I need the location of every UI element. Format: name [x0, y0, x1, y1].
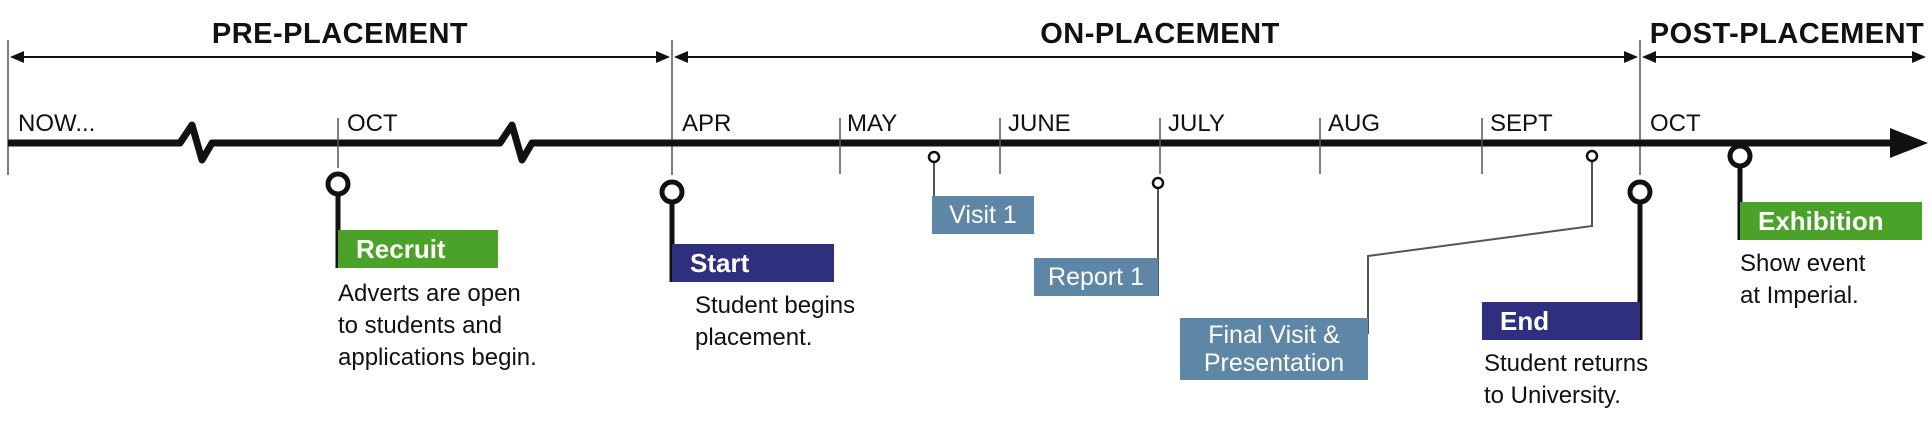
month-label-aug: AUG: [1328, 110, 1381, 137]
recruit-desc-line: Adverts are open: [338, 280, 521, 307]
end-pin: [1627, 179, 1653, 340]
end-desc-line: to University.: [1484, 382, 1621, 409]
start-description: Student begins placement.: [695, 290, 855, 354]
month-label-july: JULY: [1168, 110, 1225, 137]
final-visit-label-line2: Presentation: [1203, 349, 1345, 377]
month-label-june: JUNE: [1008, 110, 1071, 137]
start-box: Start: [672, 244, 834, 282]
month-label-now: NOW...: [18, 110, 96, 137]
start-desc-line: placement.: [695, 324, 813, 351]
end-desc-line: Student returns: [1484, 350, 1649, 377]
exhibition-desc-line: Show event: [1740, 250, 1866, 277]
month-label-apr: APR: [682, 110, 732, 137]
visit1-pin: [927, 150, 941, 196]
on-placement-span-arrow: [674, 51, 1638, 63]
month-label-oct-post: OCT: [1650, 110, 1701, 137]
final-visit-label-line1: Final Visit &: [1208, 321, 1340, 349]
on-placement-label: ON-PLACEMENT: [1040, 18, 1280, 50]
main-timeline-axis: [8, 121, 1894, 164]
month-label-oct: OCT: [347, 110, 398, 137]
recruit-box: Recruit: [338, 230, 498, 268]
exhibition-box: Exhibition: [1740, 202, 1922, 240]
month-ticks: [337, 118, 1483, 174]
post-placement-span-arrow: [1642, 51, 1926, 63]
post-placement-label: POST-PLACEMENT: [1649, 18, 1925, 50]
recruit-description: Adverts are open to students and applica…: [338, 278, 537, 374]
end-box: End: [1482, 302, 1640, 340]
start-desc-line: Student begins: [695, 292, 856, 319]
visit1-box: Visit 1: [932, 196, 1034, 234]
month-label-may: MAY: [847, 110, 898, 137]
report1-pin: [1151, 176, 1165, 296]
pre-placement-span-arrow: [10, 51, 670, 63]
report1-box: Report 1: [1034, 258, 1158, 296]
exhibition-desc-line: at Imperial.: [1740, 282, 1859, 309]
month-label-sept: SEPT: [1490, 110, 1553, 137]
final-visit-pin: [1367, 149, 1599, 334]
pre-placement-label: PRE-PLACEMENT: [211, 18, 469, 50]
timeline-arrowhead: [1890, 128, 1928, 158]
recruit-desc-line: to students and: [338, 312, 503, 339]
exhibition-description: Show event at Imperial.: [1740, 248, 1865, 312]
end-description: Student returns to University.: [1484, 348, 1648, 412]
final-visit-box: Final Visit & Presentation: [1180, 318, 1368, 380]
recruit-desc-line: applications begin.: [338, 344, 537, 371]
